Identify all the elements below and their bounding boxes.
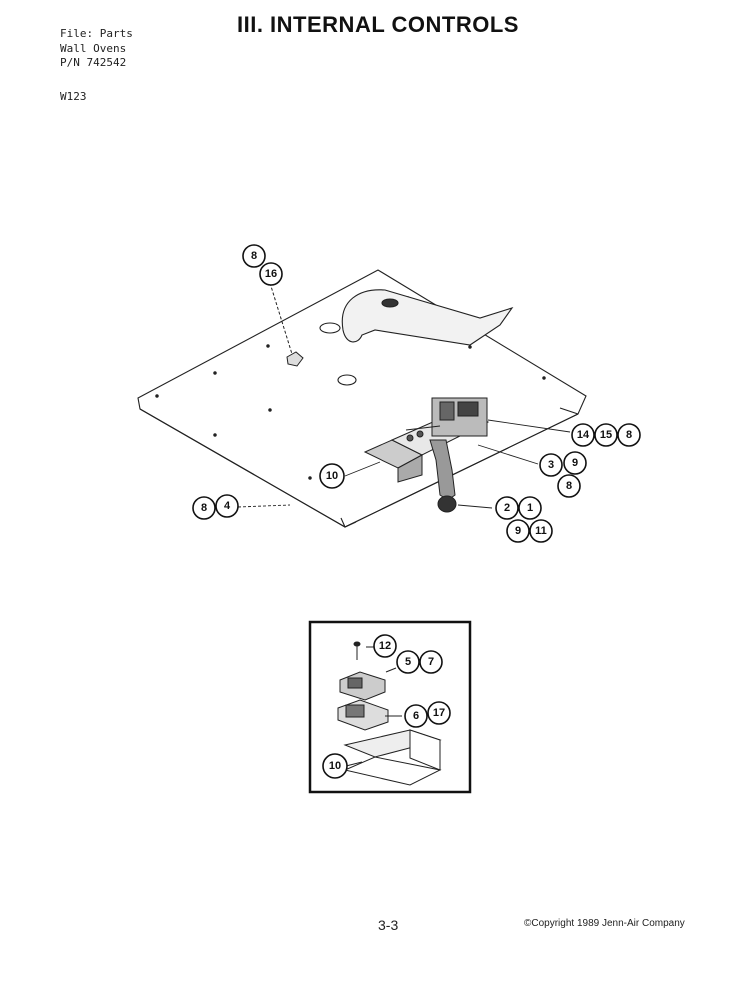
callout-12: 12 [373, 634, 397, 658]
svg-text:8: 8 [201, 502, 207, 514]
page-title: III. INTERNAL CONTROLS [237, 12, 519, 37]
switch-assembly [363, 397, 490, 513]
callout-8-right: 8 [617, 423, 641, 447]
callout-8-left: 8 [192, 496, 216, 520]
svg-text:10: 10 [329, 760, 341, 772]
svg-text:2: 2 [504, 502, 510, 514]
callout-9-upper: 9 [563, 451, 587, 475]
callout-10-inset: 10 [322, 753, 348, 779]
svg-text:7: 7 [428, 656, 434, 668]
svg-text:6: 6 [413, 710, 419, 722]
svg-text:8: 8 [251, 250, 257, 262]
callout-7: 7 [419, 650, 443, 674]
callout-8-mid: 8 [557, 474, 581, 498]
svg-text:8: 8 [626, 429, 632, 441]
product-label: Wall Ovens [60, 42, 127, 55]
svg-text:3: 3 [548, 459, 554, 471]
svg-text:14: 14 [577, 429, 590, 441]
copyright-notice: ©Copyright 1989 Jenn-Air Company [524, 918, 685, 929]
svg-text:12: 12 [379, 640, 391, 652]
callout-10-main: 10 [319, 463, 345, 489]
callout-15: 15 [594, 423, 618, 447]
svg-text:17: 17 [433, 707, 445, 719]
svg-text:5: 5 [405, 656, 411, 668]
svg-text:15: 15 [600, 429, 612, 441]
callout-5: 5 [396, 650, 420, 674]
svg-text:16: 16 [265, 268, 277, 280]
callout-14: 14 [571, 423, 595, 447]
page-number: 3-3 [378, 917, 399, 933]
svg-text:1: 1 [527, 502, 533, 514]
svg-text:9: 9 [572, 457, 578, 469]
svg-text:10: 10 [326, 470, 338, 482]
svg-text:11: 11 [535, 525, 547, 537]
callout-9-lower: 9 [506, 519, 530, 543]
svg-text:8: 8 [566, 480, 572, 492]
part-number: P/N 742542 [60, 56, 127, 69]
callout-4: 4 [215, 494, 239, 518]
file-label: File: Parts [60, 27, 133, 40]
svg-text:9: 9 [515, 525, 521, 537]
callout-3: 3 [539, 453, 563, 477]
sensor-part [269, 282, 304, 367]
callout-1: 1 [518, 496, 542, 520]
callout-16: 16 [259, 262, 283, 286]
callout-17: 17 [427, 701, 451, 725]
callout-11: 11 [529, 519, 553, 543]
callout-6: 6 [404, 704, 428, 728]
svg-text:4: 4 [224, 500, 231, 512]
model-number: W123 [60, 90, 87, 103]
callout-8-top: 8 [242, 244, 266, 268]
callout-2: 2 [495, 496, 519, 520]
leader-lines [237, 419, 571, 509]
vent-duct [341, 289, 514, 346]
